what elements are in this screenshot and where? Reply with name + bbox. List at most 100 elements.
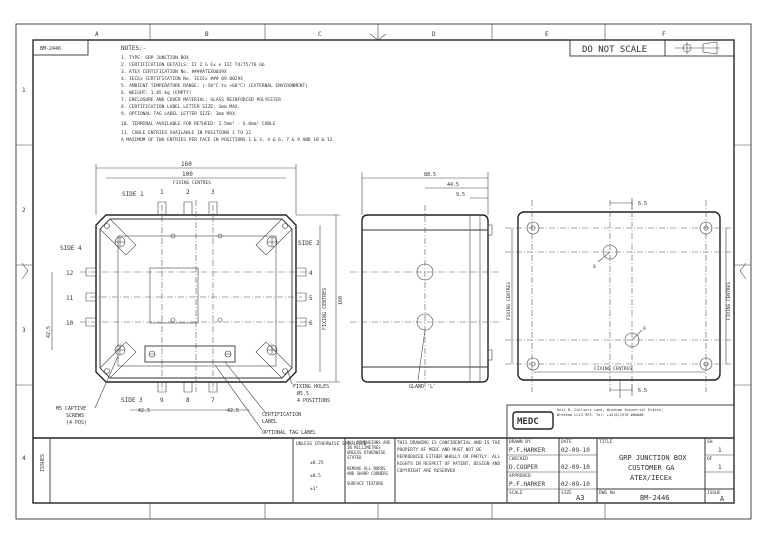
side-depth-dim: 88.5 [424, 172, 436, 178]
grid-row-3: 3 [22, 327, 26, 334]
entry-2: 2 [186, 189, 190, 196]
note-8: 8. CERTIFICATION LABEL LETTER SIZE: 3mm … [121, 104, 240, 110]
back-mark-8: 8 [593, 264, 596, 270]
note-11b: A MAXIMUM OF TWO ENTRIES PER FACE IN POS… [121, 137, 333, 143]
certification-label-callout-2: LABEL [262, 419, 277, 425]
entry-9: 9 [160, 397, 164, 404]
tol-value-2: ±0.5 [310, 473, 321, 479]
certification-label-callout: CERTIFICATION [262, 412, 301, 418]
front-view: 160 100 FIXING CENTRES SIDE 1 SIDE 2 SID… [46, 161, 344, 436]
tol-value-3: ±1° [310, 486, 318, 492]
dwg-no: BM-2446 [640, 494, 670, 502]
grid-col-a: A [95, 31, 99, 38]
optional-tag-label-callout: OPTIONAL TAG LABEL [262, 430, 316, 436]
issue: A [720, 495, 725, 503]
note-4: 4. IECEx CERTIFICATION No. IECEx ### 09.… [121, 76, 243, 82]
note-5: 5. AMBIENT TEMPERATURE RANGE: (-50°C to … [121, 83, 308, 89]
grid-rows-left: 1 2 3 4 [22, 87, 26, 462]
entry-6: 6 [309, 320, 313, 327]
approved-label: APPROVED [509, 473, 531, 479]
entry-7: 7 [211, 397, 215, 404]
tolerance-note-2: REMOVE ALL BURRS AND SHARP CORNERS [347, 466, 388, 476]
side-dim-2: 44.5 [447, 182, 459, 188]
gland-label: GLAND 'L' [409, 384, 436, 390]
entry-8: 8 [186, 397, 190, 404]
front-fixing-centres: FIXING CENTRES [173, 180, 211, 186]
sheet-number: 1 [718, 447, 722, 454]
title-line-1: GRP JUNCTION BOX [619, 454, 687, 462]
m5-captive-screws-label: M5 CAPTIVE [56, 406, 86, 412]
back-dim-left: FIXING CENTRES [506, 282, 512, 320]
note-6: 6. WEIGHT: 1.85 kg (EMPTY) [121, 90, 191, 96]
entry-12: 12 [66, 270, 74, 277]
svg-text:MEDC: MEDC [517, 417, 539, 427]
entry-11: 11 [66, 295, 74, 302]
sheet-label: SH [707, 439, 713, 445]
checked-label: CHECKED [509, 456, 528, 462]
checked-by: D.COOPER [509, 464, 538, 471]
confidential-notice: THIS DRAWING IS CONFIDENTIAL AND IS THE … [397, 441, 501, 474]
tolerance-note-3: SURFACE TEXTURE [347, 481, 384, 486]
date-label: DATE [561, 439, 572, 445]
projection-symbol-icon [675, 41, 720, 55]
back-dim-bottom: FIXING CENTRES [594, 366, 632, 372]
side-1-label: SIDE 1 [122, 191, 144, 198]
unless-specified: UNLESS OTHERWISE SPECIFIED [296, 441, 367, 447]
note-11: 11. CABLE ENTRIES AVAILABLE IN POSITIONS… [121, 130, 251, 136]
front-fixing-centres-v: FIXING CENTRES [322, 288, 328, 330]
drawing-number-top: BM-2446 [40, 46, 61, 52]
issue-label: ISSUE [707, 490, 721, 496]
approved-by: P.F.HARKER [509, 481, 546, 488]
notes-block: NOTES:- 1. TYPE: GRP JUNCTION BOX 2. CER… [121, 45, 333, 143]
of-number: 1 [718, 464, 722, 471]
back-mark-9: 9 [643, 326, 646, 332]
note-1: 1. TYPE: GRP JUNCTION BOX [121, 55, 189, 61]
drawn-by-label: DRAWN BY [509, 439, 531, 445]
grid-columns-top: A B C D E F [95, 31, 666, 38]
back-dim-top: 6.5 [638, 201, 647, 207]
drawn-by: P.F.HARKER [509, 447, 546, 454]
grid-col-f: F [662, 31, 666, 38]
issues-label: ISSUES [40, 454, 46, 472]
corner-screws-icon [114, 236, 278, 356]
medc-logo: MEDC [512, 411, 554, 430]
entry-5: 5 [309, 295, 313, 302]
tolerance-note-1: ALL DIMENSIONS ARE IN MILLIMETRES UNLESS… [347, 440, 391, 460]
back-dim-bottom-2: 6.5 [638, 388, 647, 394]
side-2-label: SIDE 2 [298, 240, 320, 247]
fixing-holes-positions: 4 POSITIONS [297, 398, 330, 404]
side-view: 88.5 44.5 9.5 GLAND 'L' [350, 172, 500, 392]
date-2: 02-09-10 [561, 464, 590, 471]
notes-title: NOTES:- [121, 45, 146, 52]
front-height-dim: 160 [338, 296, 344, 305]
note-3: 3. ATEX CERTIFICATION No. ####ATEX0039X [121, 69, 227, 75]
grid-col-c: C [318, 31, 322, 38]
title-block: ISSUES UNLESS OTHERWISE SPECIFIED ±0.25 … [33, 404, 735, 504]
note-9: 9. OPTIONAL TAG LABEL LETTER SIZE: 3mm M… [121, 111, 238, 117]
side-dim-3: 9.5 [456, 192, 465, 198]
dwg-no-label: DWG No [599, 490, 616, 496]
outer-border [15, 23, 752, 520]
note-2: 2. CERTIFICATION DETAILS: II 2 G Ex e II… [121, 62, 265, 68]
grid-col-b: B [205, 31, 209, 38]
front-left-dim: 42.5 [46, 326, 52, 338]
note-7: 7. ENCLOSURE AND COVER MATERIAL: GLASS R… [121, 97, 281, 103]
front-bottom-dim-left: 42.5 [138, 408, 150, 414]
date-3: 02-09-10 [561, 481, 590, 488]
grid-row-1: 1 [22, 87, 26, 94]
grid-col-d: D [432, 31, 436, 38]
entry-1: 1 [160, 189, 164, 196]
title-line-2: CUSTOMER GA [628, 464, 675, 472]
back-view: 8 9 6.5 FIXING CENTRES FIXING CENTRES FI… [505, 198, 735, 398]
note-10: 10. TERMINAL AVAILABLE FOR RETHEED: 2.5m… [121, 121, 276, 127]
title-line-3: ATEX/IECEx [630, 474, 672, 482]
front-inner-dim: 100 [182, 171, 193, 178]
front-bottom-dim-right: 42.5 [227, 408, 239, 414]
entry-3: 3 [211, 189, 215, 196]
fixing-holes-label: FIXING HOLES [293, 384, 329, 390]
title-label: TITLE [599, 439, 613, 445]
front-width-dim: 160 [181, 161, 192, 168]
side-3-label: SIDE 3 [121, 397, 143, 404]
fixing-holes-size: Ø5.5 [297, 390, 309, 397]
do-not-scale: DO NOT SCALE [582, 45, 647, 55]
